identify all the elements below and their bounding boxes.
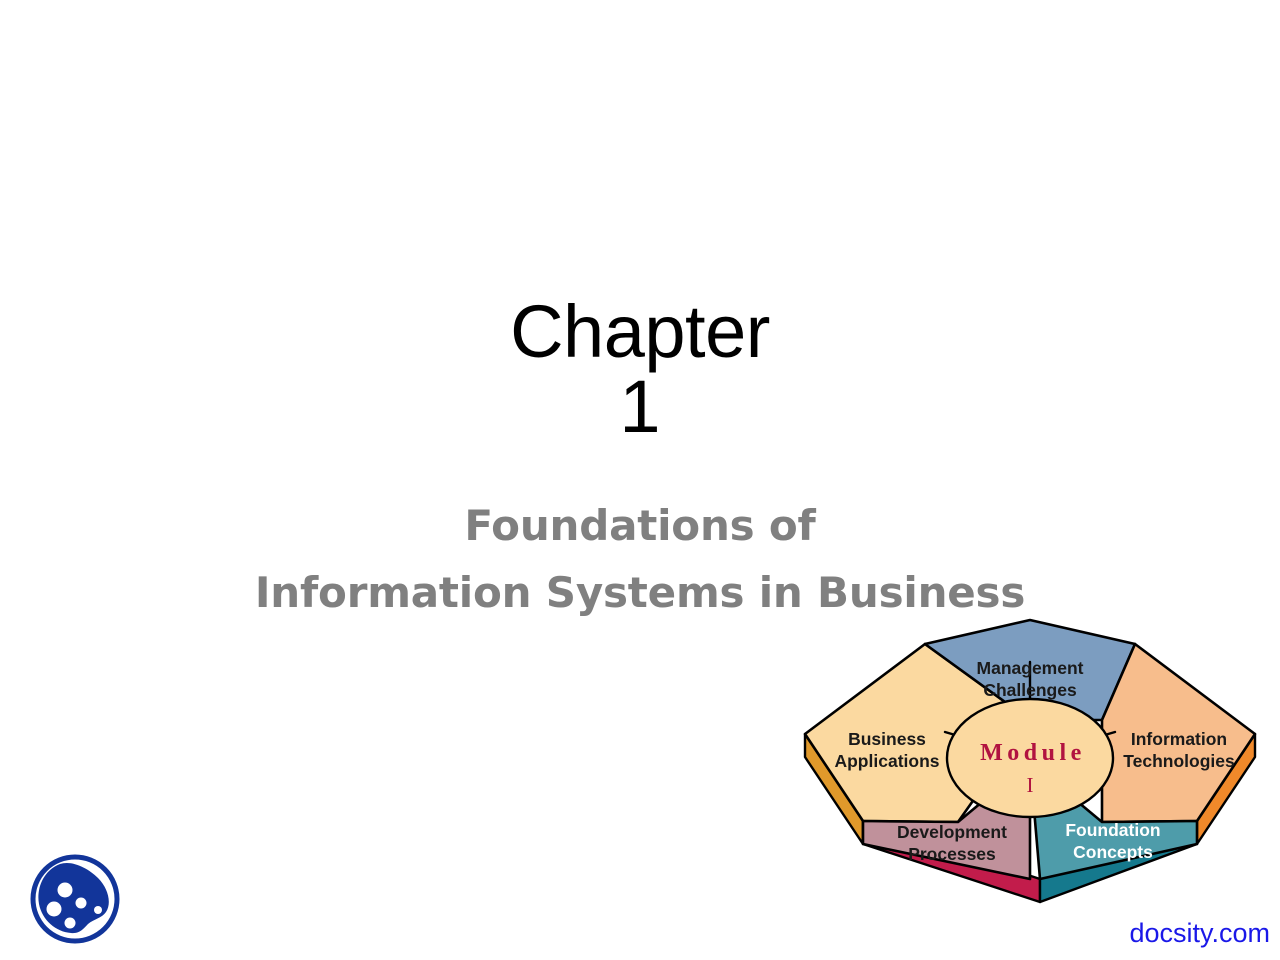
page-title: Chapter 1 xyxy=(0,290,1280,448)
docsity-logo[interactable] xyxy=(26,850,124,948)
logo-dot-icon xyxy=(64,917,76,929)
module-label: Module xyxy=(980,740,1086,766)
segment-label-management-challenges-line2: Challenges xyxy=(983,680,1077,700)
docsity-wordmark[interactable]: docsity.com xyxy=(1129,918,1270,948)
module-pentagon-diagram: Management Challenges Information Techno… xyxy=(795,612,1265,924)
segment-label-development-processes-line1: Development xyxy=(897,822,1007,842)
logo-dot-icon xyxy=(75,897,87,909)
segment-label-development-processes-line2: Processes xyxy=(908,844,996,864)
subtitle-line-1: Foundations of xyxy=(464,501,816,550)
logo-dot-icon xyxy=(94,906,102,914)
title-line-number: 1 xyxy=(619,364,661,448)
segment-label-business-applications-line1: Business xyxy=(848,729,926,749)
subtitle-line-2: Information Systems in Business xyxy=(254,568,1026,618)
segment-label-foundation-concepts-line2: Concepts xyxy=(1073,842,1153,862)
title-line-chapter: Chapter xyxy=(510,290,770,373)
segment-development-processes[interactable] xyxy=(861,760,1032,881)
logo-ring-icon xyxy=(30,854,120,944)
segment-label-information-technologies-line1: Information xyxy=(1131,729,1227,749)
page-subtitle: Foundations of Information Systems in Bu… xyxy=(0,492,1280,626)
logo-dot-icon xyxy=(57,882,73,898)
segment-label-foundation-concepts-line1: Foundation xyxy=(1065,820,1160,840)
module-roman-numeral: I xyxy=(1027,773,1034,797)
segment-label-management-challenges-line1: Management xyxy=(977,658,1084,678)
logo-dot-icon xyxy=(46,901,62,917)
segment-foundation-concepts[interactable] xyxy=(1028,760,1199,881)
segment-label-information-technologies-line2: Technologies xyxy=(1123,751,1235,771)
segment-label-business-applications-line2: Applications xyxy=(834,751,939,771)
module-ellipse xyxy=(945,697,1115,819)
